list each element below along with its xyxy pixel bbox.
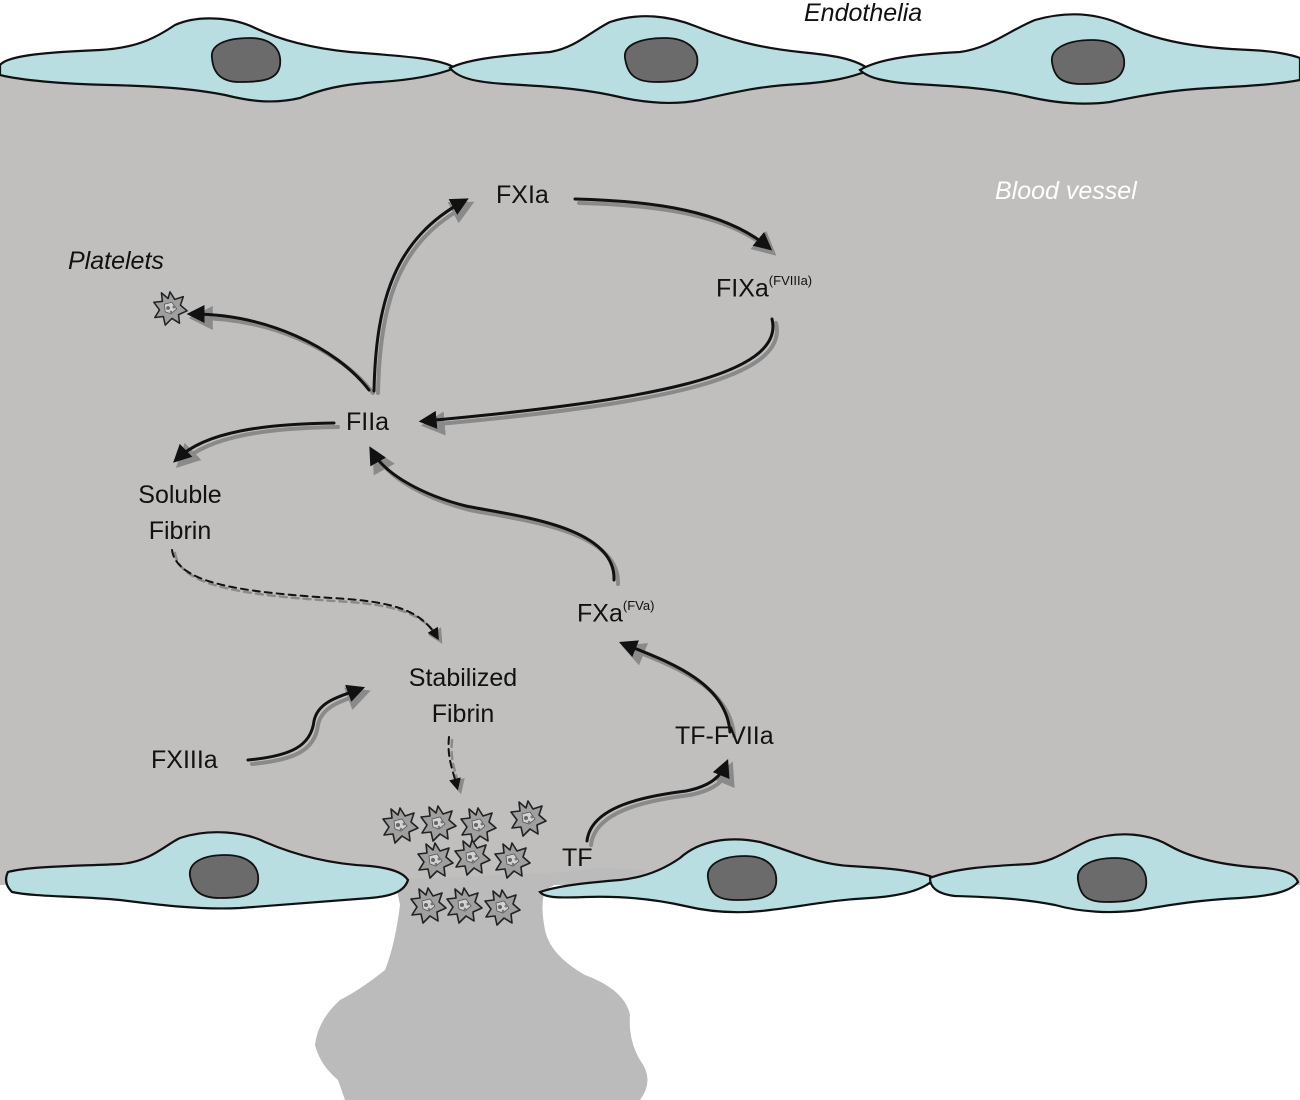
soluble-fibrin-label: Soluble Fibrin [130,477,230,550]
stabilized-fibrin-line-2: Fibrin [431,700,495,729]
arrow-fxia-to-fixa [573,197,773,251]
arrow-tf-to-tf-fviia [585,759,730,843]
stabilized-fibrin-line-1: Stabilized [408,664,518,692]
arrow-tf-fviia-to-fxa [618,640,732,734]
soluble-fibrin-line-2: Fibrin [148,517,212,546]
fxa-label: FXa(FVa) [577,598,655,628]
endothelial-cell-top-3 [858,13,1300,105]
arrow-fiia-to-soluble-fibrin [173,421,336,463]
nucleus-icon [211,37,282,83]
fiia-label: FIIa [346,408,390,436]
wound-tissue [315,868,650,1100]
fxa-cofactor-text: (FVa) [622,598,655,613]
stabilized-fibrin-label: Stabilized Fibrin [396,660,530,733]
arrow-fiia-to-platelets [186,305,371,392]
dashed-arrow-stabilized-to-clot [447,736,461,791]
tf-fviia-label: TF-FVIIa [675,722,774,750]
arrow-fxiiia-to-stabilized-fibrin [246,684,366,762]
tf-label: TF [562,844,593,872]
endothelia-label: Endothelia [804,0,923,27]
blood-vessel-label: Blood vessel [995,177,1137,205]
fixa-main-text: FIXa [716,274,769,303]
endothelial-cell-bottom-1 [5,831,410,910]
nucleus-icon [624,37,699,83]
fxia-label: FXIa [496,181,549,209]
arrow-fiia-to-fxia [372,198,469,393]
nucleus-icon [707,855,778,901]
fxa-main-text: FXa [577,599,623,628]
arrows [171,197,779,847]
soluble-fibrin-line-1: Soluble [138,481,222,509]
nucleus-icon [189,854,259,899]
nucleus-icon [1077,857,1148,903]
fixa-cofactor-text: (FVIIIa) [768,273,813,288]
nucleus-icon [1051,39,1126,85]
platelets-label: Platelets [68,247,164,275]
fixa-label: FIXa(FVIIIa) [716,273,813,303]
endothelial-cell-bottom-3 [928,833,1300,914]
fxiiia-label: FXIIIa [151,746,218,774]
dashed-arrow-soluble-to-stabilized [171,549,439,641]
arrow-fxa-to-fiia [369,446,616,582]
arrow-fixa-to-fiia [418,317,775,429]
